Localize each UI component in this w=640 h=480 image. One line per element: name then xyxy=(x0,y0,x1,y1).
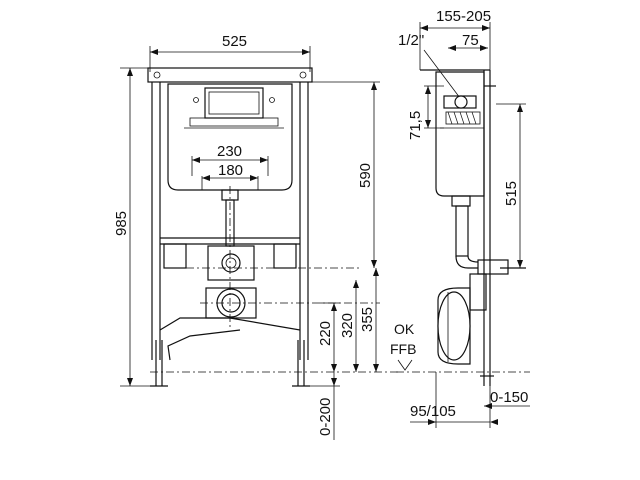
cistern-side xyxy=(435,71,485,197)
dimension-label-525: 525 xyxy=(222,33,247,50)
dimension-355: 355 xyxy=(359,268,379,372)
dimension-label-71-5: 71,5 xyxy=(407,111,424,140)
dimension-label-230: 230 xyxy=(217,143,242,160)
dimension-230: 230 xyxy=(191,143,269,176)
side-view: 155-205 75 1/2" xyxy=(390,8,530,428)
dimension-label-355: 355 xyxy=(359,307,376,332)
dimension-155-205: 155-205 xyxy=(419,8,491,70)
dimension-label-220: 220 xyxy=(317,321,334,346)
dimension-label-590: 590 xyxy=(357,163,374,188)
valve-hatch xyxy=(447,111,477,125)
dimension-label-95-105: 95/105 xyxy=(410,403,456,420)
dimension-71-5: 71,5 xyxy=(407,85,444,140)
mounting-frame xyxy=(147,67,313,387)
dimension-label-985: 985 xyxy=(113,211,130,236)
dimension-label-180: 180 xyxy=(218,162,243,179)
dimension-label-0-200: 0-200 xyxy=(317,398,334,436)
pan-connector xyxy=(437,273,487,365)
dimension-985: 985 xyxy=(113,67,150,387)
waste-outlet xyxy=(200,287,380,319)
dimension-label-515: 515 xyxy=(503,181,520,206)
dimension-95-105: 95/105 xyxy=(410,372,498,428)
dimension-label-75: 75 xyxy=(462,32,479,49)
thread-callout: 1/2" xyxy=(398,32,461,99)
dimension-0-200: 0-200 xyxy=(310,372,340,440)
floor-label-ffb: FFB xyxy=(390,341,416,357)
dimension-0-150: 0-150 xyxy=(484,389,530,409)
dimension-320: 320 xyxy=(339,280,359,372)
cistern xyxy=(167,83,293,191)
dimension-220: 220 xyxy=(317,302,340,372)
floor-marker: OK FFB xyxy=(390,321,530,373)
dimension-label-320: 320 xyxy=(339,313,356,338)
flush-pipe-side xyxy=(451,195,479,269)
dimension-180: 180 xyxy=(201,162,259,190)
dimension-515: 515 xyxy=(496,103,526,268)
dimension-590: 590 xyxy=(310,81,380,268)
dimension-label-0-150: 0-150 xyxy=(490,389,528,406)
dimension-75: 75 xyxy=(448,32,488,51)
thread-label: 1/2" xyxy=(398,32,424,49)
front-view: 525 xyxy=(113,33,400,440)
floor-label-ok: OK xyxy=(394,321,415,337)
inlet-bracket xyxy=(186,245,360,281)
dimension-label-155-205: 155-205 xyxy=(436,8,491,25)
dimension-525: 525 xyxy=(149,33,311,72)
